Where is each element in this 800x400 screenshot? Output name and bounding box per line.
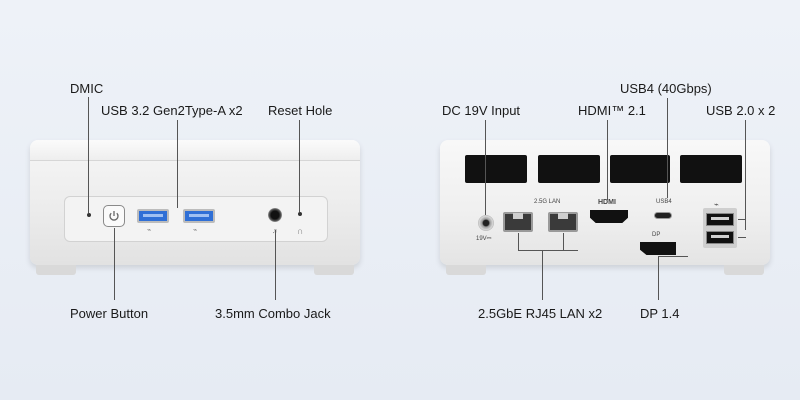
usb4-marking: USB4 <box>656 199 672 205</box>
vent-1 <box>465 155 527 183</box>
leader-dp-tick <box>658 256 688 257</box>
headphone-icon: ∩ <box>297 226 304 236</box>
leader-hdmi <box>607 120 608 200</box>
label-usb2: USB 2.0 x 2 <box>706 103 776 118</box>
label-combo-jack: 3.5mm Combo Jack <box>215 306 331 321</box>
usb-a-port-1 <box>137 209 169 223</box>
leader-lan-bracket <box>518 250 578 251</box>
dmic-hole <box>87 213 91 217</box>
dc-marking: 19V⎓ <box>476 236 492 242</box>
leader-usb2 <box>745 120 746 230</box>
label-reset: Reset Hole <box>268 103 333 118</box>
rj45-port-2 <box>548 212 578 232</box>
leader-usb32 <box>177 120 178 208</box>
dc-input-jack <box>478 215 494 231</box>
label-dmic: DMIC <box>70 81 104 96</box>
hdmi-marking: HDMI <box>598 199 616 206</box>
usb-symbol-icon: ⌁ <box>714 200 719 209</box>
headset-icon: ♫ <box>272 228 277 235</box>
leader-reset <box>299 120 300 212</box>
rear-foot-right <box>724 265 764 275</box>
usb4-port <box>654 212 672 219</box>
label-hdmi: HDMI™ 2.1 <box>578 103 646 118</box>
vent-2 <box>538 155 600 183</box>
front-top-lid <box>30 140 360 161</box>
leader-dp <box>658 256 659 300</box>
usb-a-port-2 <box>183 209 215 223</box>
leader-lan-right <box>563 233 564 250</box>
rear-foot-left <box>446 265 486 275</box>
label-usb32: USB 3.2 Gen2Type-A x2 <box>101 103 243 118</box>
leader-usb4 <box>667 98 668 198</box>
combo-jack <box>268 208 282 222</box>
usb-symbol-icon: ⌁ <box>147 227 152 234</box>
leader-jack <box>275 230 276 300</box>
label-usb4: USB4 (40Gbps) <box>620 81 712 96</box>
usb2-port-2 <box>706 231 734 244</box>
leader-lan <box>542 250 543 300</box>
front-foot-left <box>36 265 76 275</box>
label-dp: DP 1.4 <box>640 306 680 321</box>
label-lan: 2.5GbE RJ45 LAN x2 <box>478 306 603 321</box>
usb2-port-1 <box>706 213 734 226</box>
leader-usb2-tick1 <box>738 219 746 220</box>
hdmi-port <box>590 210 628 223</box>
label-dc-input: DC 19V Input <box>442 103 521 118</box>
power-button[interactable] <box>103 205 125 227</box>
power-icon <box>109 211 119 221</box>
leader-dc <box>485 120 486 215</box>
usb-symbol-icon: ⌁ <box>193 227 198 234</box>
rj45-port-1 <box>503 212 533 232</box>
front-foot-right <box>314 265 354 275</box>
vent-3 <box>610 155 670 183</box>
label-power-button: Power Button <box>70 306 149 321</box>
reset-hole <box>298 212 302 216</box>
displayport-port <box>640 242 676 255</box>
leader-usb2-tick2 <box>738 237 746 238</box>
leader-lan-left <box>518 233 519 250</box>
lan-marking: 2.5G LAN <box>534 199 561 205</box>
vent-4 <box>680 155 742 183</box>
dp-marking: DP <box>652 232 661 238</box>
leader-dmic <box>88 97 89 213</box>
leader-power <box>114 228 115 300</box>
